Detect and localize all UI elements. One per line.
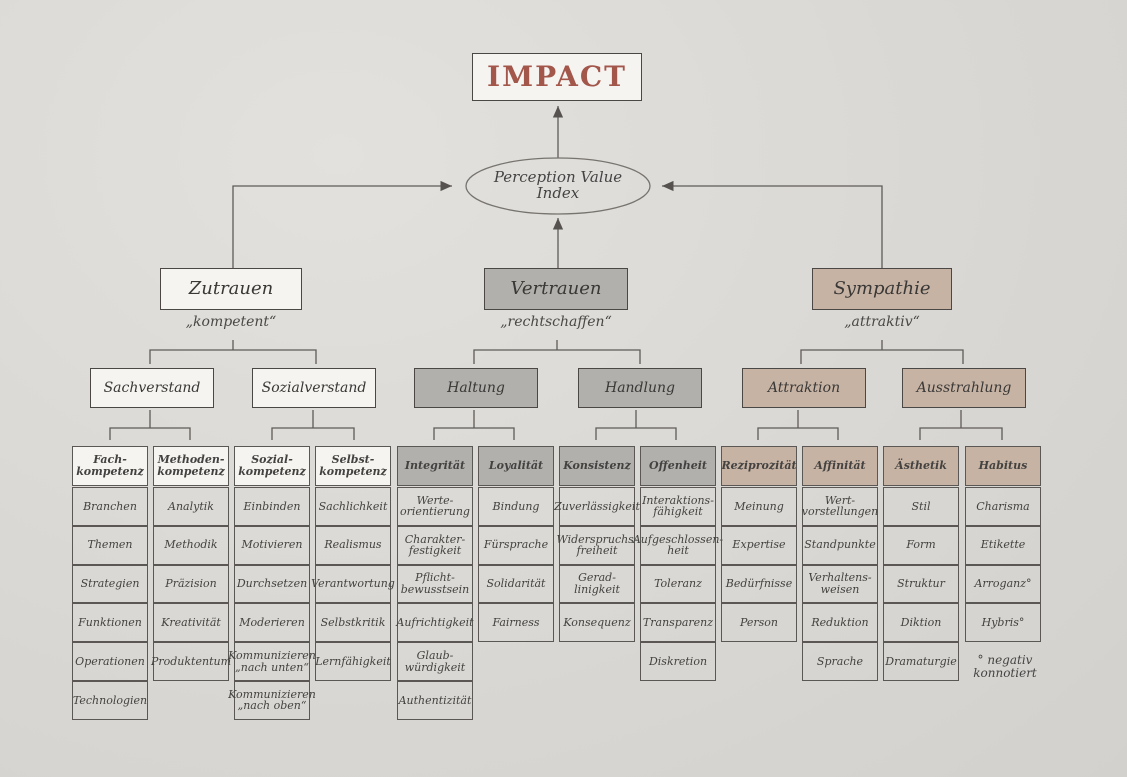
list-item: Technologien (72, 681, 148, 720)
list-item: Strategien (72, 564, 148, 604)
list-item: Wert-vorstellungen (802, 487, 878, 526)
dimension-haltung: Haltung (414, 368, 538, 408)
list-item: Verantwortung (311, 564, 395, 604)
dimension-sozialverstand: Sozialverstand (252, 368, 376, 408)
list-item: Pflicht-bewusstsein (397, 564, 473, 604)
list-item: Authentizität (397, 681, 473, 720)
list-item: Analytik (153, 487, 229, 526)
column-head-fach-kompetenz: Fach-kompetenz (72, 446, 148, 486)
list-item: Verhaltens-weisen (802, 564, 878, 604)
list-item: Diskretion (640, 642, 716, 681)
list-item: Aufrichtigkeit (396, 603, 474, 643)
list-item: Glaub-würdigkeit (397, 642, 473, 681)
list-item: Lernfähigkeit (315, 642, 391, 681)
dimension-sachverstand: Sachverstand (90, 368, 214, 408)
list-item: Fairness (478, 603, 554, 643)
list-item: Dramaturgie (883, 642, 959, 681)
perception-value-index-label: Perception Value Index (493, 168, 623, 202)
list-item: Werte-orientierung (397, 487, 473, 526)
dimension-ausstrahlung: Ausstrahlung (902, 368, 1026, 408)
column-head-habitus: Habitus (965, 446, 1041, 486)
list-item: Themen (72, 525, 148, 565)
column-head-konsistenz: Konsistenz (559, 446, 635, 486)
column-head-loyalität: Loyalität (478, 446, 554, 486)
footnote: ° negativ konnotiert (973, 653, 1037, 680)
list-item: Fürsprache (478, 525, 554, 565)
list-item: Funktionen (72, 603, 148, 643)
list-item: Transparenz (640, 603, 716, 643)
pillar-quote: „kompetent“ (185, 314, 277, 330)
list-item: Methodik (153, 525, 229, 565)
list-item: Kommunizieren „nach unten“ (228, 642, 316, 681)
list-item: Etikette (965, 525, 1041, 565)
list-item: Motivieren (234, 525, 310, 565)
list-item: Produktentum (151, 642, 231, 681)
column-head-integrität: Integrität (397, 446, 473, 486)
column-head-ästhetik: Ästhetik (883, 446, 959, 486)
list-item: Struktur (883, 564, 959, 604)
list-item: Operationen (72, 642, 148, 681)
list-item: Hybris° (965, 603, 1041, 643)
list-item: Präzision (153, 564, 229, 604)
list-item: Konsequenz (559, 603, 635, 643)
list-item: Meinung (721, 487, 797, 526)
dimension-handlung: Handlung (578, 368, 702, 408)
list-item: Interaktions-fähigkeit (640, 487, 716, 526)
list-item: Solidarität (478, 564, 554, 604)
list-item: Expertise (721, 525, 797, 565)
list-item: Selbstkritik (315, 603, 391, 643)
pillar-quote: „rechtschaffen“ (500, 314, 612, 330)
pillar-zutrauen: Zutrauen (160, 268, 302, 310)
list-item: Form (883, 525, 959, 565)
column-head-reziprozität: Reziprozität (721, 446, 797, 486)
list-item: Charisma (965, 487, 1041, 526)
list-item: Aufgeschlossen-heit (633, 525, 723, 565)
column-head-sozial-kompetenz: Sozial-kompetenz (234, 446, 310, 486)
impact-box: IMPACT (472, 53, 642, 101)
list-item: Realismus (315, 525, 391, 565)
list-item: Moderieren (234, 603, 310, 643)
list-item: Reduktion (802, 603, 878, 643)
dimension-attraktion: Attraktion (742, 368, 866, 408)
list-item: Standpunkte (802, 525, 878, 565)
list-item: Kreativität (153, 603, 229, 643)
list-item: Bindung (478, 487, 554, 526)
list-item: Zuverlässigkeit (554, 487, 640, 526)
column-head-methoden-kompetenz: Methoden-kompetenz (153, 446, 229, 486)
pillar-vertrauen: Vertrauen (484, 268, 628, 310)
list-item: Einbinden (234, 487, 310, 526)
list-item: Sachlichkeit (315, 487, 391, 526)
pillar-sympathie: Sympathie (812, 268, 952, 310)
list-item: Diktion (883, 603, 959, 643)
pillar-quote: „attraktiv“ (844, 314, 920, 330)
list-item: Durchsetzen (234, 564, 310, 604)
list-item: Widerspruchs-freiheit (556, 525, 638, 565)
list-item: Branchen (72, 487, 148, 526)
list-item: Arroganz° (965, 564, 1041, 604)
list-item: Bedürfnisse (721, 564, 797, 604)
list-item: Gerad-linigkeit (559, 564, 635, 604)
column-head-affinität: Affinität (802, 446, 878, 486)
list-item: Charakter-festigkeit (397, 525, 473, 565)
list-item: Person (721, 603, 797, 643)
column-head-offenheit: Offenheit (640, 446, 716, 486)
list-item: Toleranz (640, 564, 716, 604)
list-item: Stil (883, 487, 959, 526)
column-head-selbst-kompetenz: Selbst-kompetenz (315, 446, 391, 486)
list-item: Sprache (802, 642, 878, 681)
list-item: Kommunizieren „nach oben“ (228, 681, 316, 720)
